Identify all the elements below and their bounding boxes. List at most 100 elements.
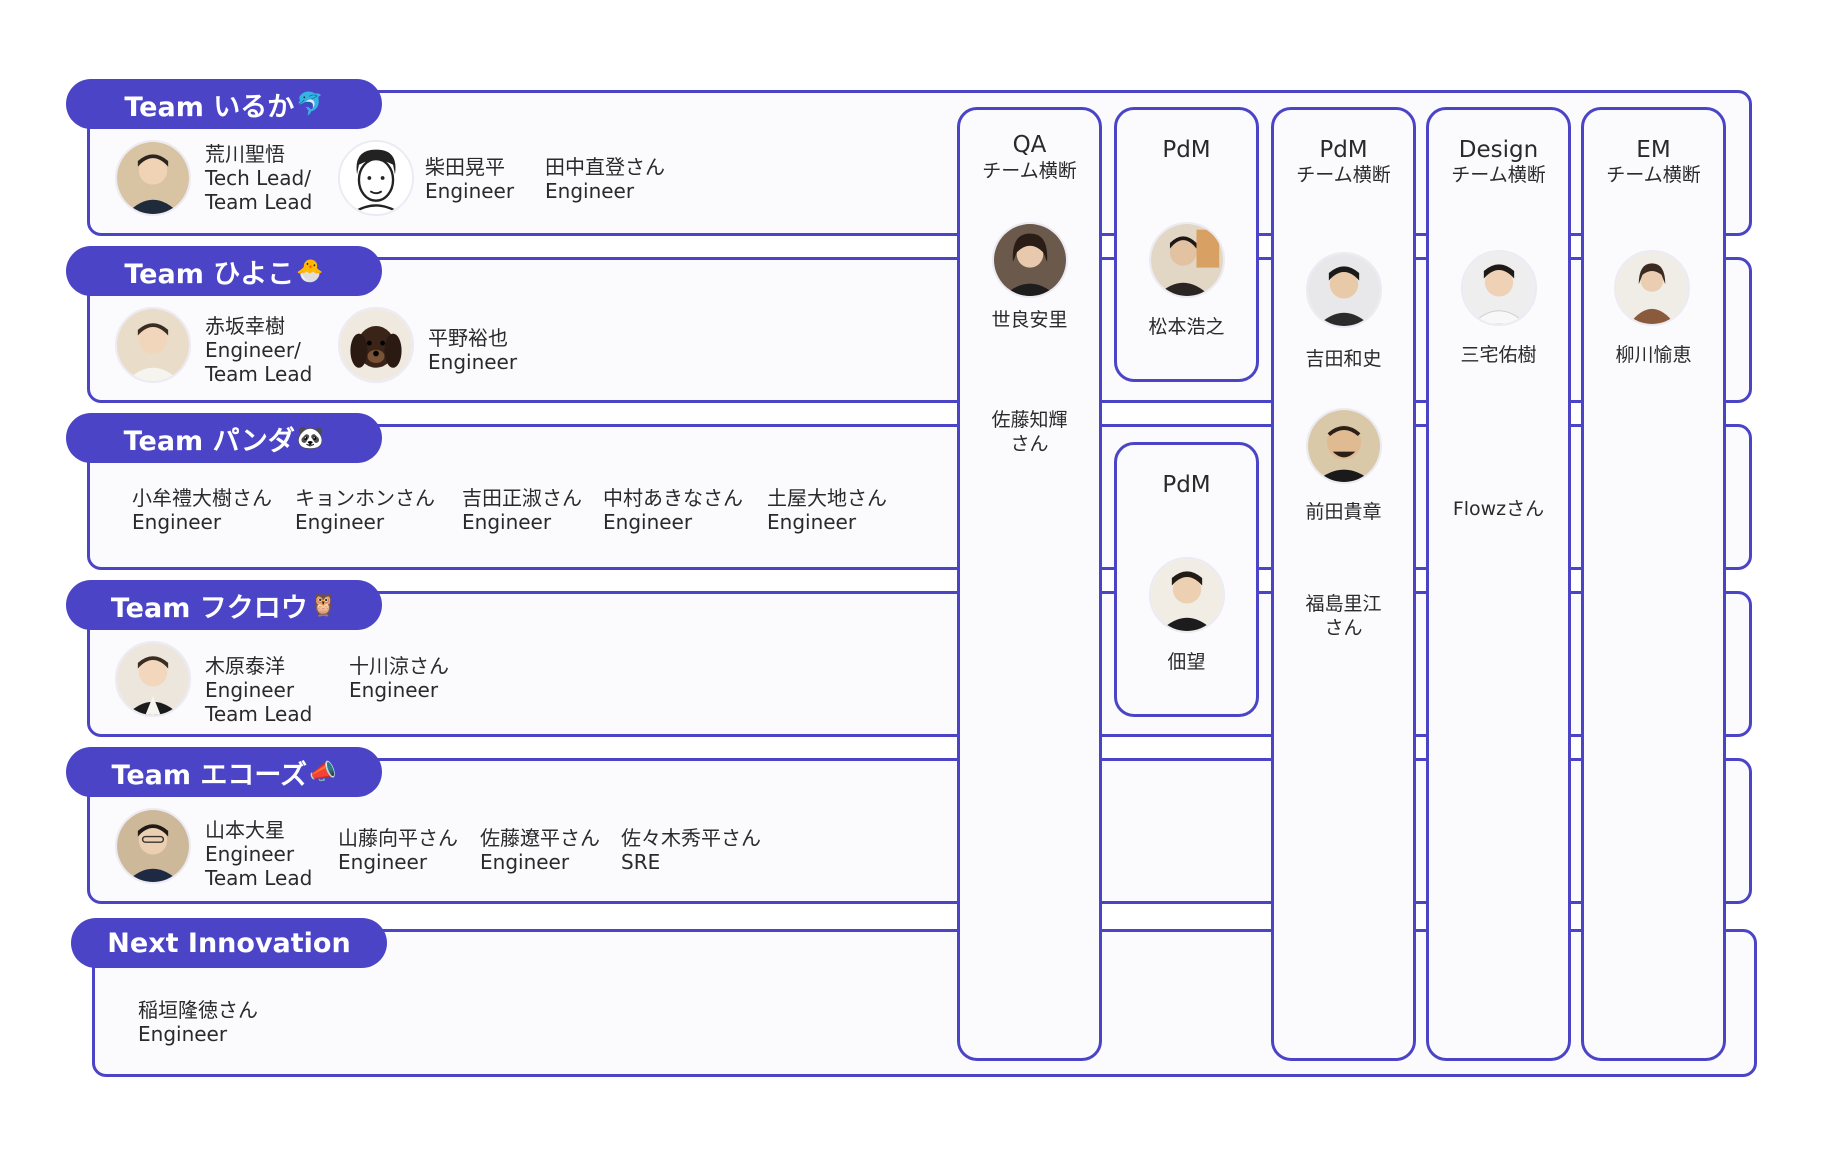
column-subtitle: チーム横断 (1606, 164, 1701, 186)
member-role: Engineer (205, 842, 295, 866)
member-name: 佐藤知輝 (991, 409, 1068, 431)
member-name: 田中直登さん (545, 155, 665, 179)
avatar (1149, 557, 1225, 633)
column-subtitle: チーム横断 (1451, 164, 1546, 186)
column-title: EM (1636, 137, 1671, 163)
avatar (992, 222, 1068, 298)
team-label: Next Innovation (107, 927, 351, 959)
member-name: 佐々木秀平さん (621, 826, 761, 850)
chick-icon: 🐣 (296, 258, 324, 284)
member-name: 稲垣隆徳さん (138, 998, 258, 1022)
member-name: 中村あきなさん (603, 486, 743, 510)
column-title: QA (1012, 132, 1047, 158)
megaphone-icon: 📣 (309, 759, 337, 785)
avatar (1461, 250, 1537, 326)
team-label: Team いるか (124, 91, 295, 123)
member-role: Engineer (295, 510, 385, 534)
member-name: 佃望 (1167, 651, 1206, 673)
member-role: Team Lead (205, 866, 313, 890)
member-name: 前田貴章 (1305, 501, 1382, 523)
column-subtitle: チーム横断 (1296, 164, 1391, 186)
member-name: 松本浩之 (1148, 316, 1225, 338)
member-name: 柳川愉恵 (1615, 344, 1692, 366)
member-info: 佐々木秀平さん SRE (621, 826, 761, 874)
member-role: Engineer (462, 510, 552, 534)
member-role: Engineer (205, 678, 295, 702)
member-info: 赤坂幸樹 Engineer/ Team Lead (205, 314, 312, 386)
member-name: Flowzさん (1452, 498, 1545, 520)
avatar (115, 140, 191, 216)
avatar (115, 641, 191, 717)
member-role: Engineer (428, 350, 518, 374)
member-role: Engineer (603, 510, 693, 534)
avatar (338, 307, 414, 383)
member-role: Team Lead (205, 362, 313, 386)
team-tab-next-innovation: Next Innovation (71, 918, 387, 968)
avatar (338, 140, 414, 216)
avatar (115, 808, 191, 884)
column-title: PdM (1319, 137, 1368, 163)
team-tab-echoes: Team エコーズ📣 (66, 747, 382, 797)
member-name: 世良安里 (991, 309, 1068, 331)
dolphin-icon: 🐬 (296, 91, 324, 117)
owl-icon: 🦉 (309, 592, 338, 618)
column-pdm-2: PdM 佃望 (1114, 442, 1259, 717)
column-title: Design (1458, 137, 1539, 163)
member-role: Team Lead (205, 190, 313, 214)
member-role: Engineer (132, 510, 222, 534)
member-info: 荒川聖悟 Tech Lead/ Team Lead (205, 142, 312, 214)
member-info: 十川涼さん Engineer (349, 654, 449, 702)
member-info: 平野裕也 Engineer (428, 326, 517, 374)
member-name: 赤坂幸樹 (205, 314, 285, 338)
member-name: 木原泰洋 (205, 654, 285, 678)
member-role: Engineer (480, 850, 570, 874)
member-role: SRE (621, 850, 661, 874)
column-pdm-1: PdM 松本浩之 (1114, 107, 1259, 382)
member-name: 十川涼さん (349, 654, 449, 678)
member-role: Engineer (349, 678, 439, 702)
member-name: 山本大星 (205, 818, 285, 842)
member-name: 三宅佑樹 (1460, 344, 1537, 366)
member-name-suffix: さん (1010, 433, 1049, 455)
member-name: 柴田晃平 (425, 155, 505, 179)
team-label: Team パンダ (123, 425, 295, 457)
member-name: 土屋大地さん (767, 486, 887, 510)
member-info: 土屋大地さん Engineer (767, 486, 887, 534)
member-name: キョンホンさん (295, 486, 435, 510)
member-role: Tech Lead/ (205, 166, 311, 190)
column-subtitle: チーム横断 (982, 160, 1077, 182)
column-design: Design チーム横断 三宅佑樹 Flowzさん (1426, 107, 1571, 1061)
avatar (1306, 252, 1382, 328)
member-name: 吉田和史 (1305, 348, 1382, 370)
column-em: EM チーム横断 柳川愉恵 (1581, 107, 1726, 1061)
member-role: Engineer (338, 850, 428, 874)
member-info: 柴田晃平 Engineer (425, 155, 514, 203)
member-role: Engineer (545, 179, 635, 203)
team-label: Team エコーズ (111, 759, 308, 791)
column-pdm-cross: PdM チーム横断 吉田和史 前田貴章 福島里江 さん (1271, 107, 1416, 1061)
member-info: 佐藤遼平さん Engineer (480, 826, 600, 874)
member-info: 山本大星 Engineer Team Lead (205, 818, 312, 890)
member-info: キョンホンさん Engineer (295, 486, 435, 534)
avatar (115, 307, 191, 383)
member-info: 中村あきなさん Engineer (603, 486, 743, 534)
column-title: PdM (1162, 472, 1211, 498)
member-name-suffix: さん (1324, 617, 1363, 639)
member-name: 佐藤遼平さん (480, 826, 600, 850)
member-name: 吉田正淑さん (462, 486, 582, 510)
member-name: 荒川聖悟 (205, 142, 285, 166)
avatar (1614, 250, 1690, 326)
member-info: 木原泰洋 Engineer Team Lead (205, 654, 312, 726)
member-name: 福島里江 (1305, 593, 1382, 615)
column-qa: QA チーム横断 世良安里 佐藤知輝 さん (957, 107, 1102, 1061)
member-info: 小牟禮大樹さん Engineer (132, 486, 272, 534)
member-role: Engineer (767, 510, 857, 534)
team-tab-iruka: Team いるか🐬 (66, 79, 382, 129)
member-name: 山藤向平さん (338, 826, 458, 850)
column-title: PdM (1162, 137, 1211, 163)
team-tab-hiyoko: Team ひよこ🐣 (66, 246, 382, 296)
avatar (1149, 222, 1225, 298)
member-role: Engineer (425, 179, 515, 203)
member-info: 田中直登さん Engineer (545, 155, 665, 203)
team-tab-panda: Team パンダ🐼 (66, 413, 382, 463)
